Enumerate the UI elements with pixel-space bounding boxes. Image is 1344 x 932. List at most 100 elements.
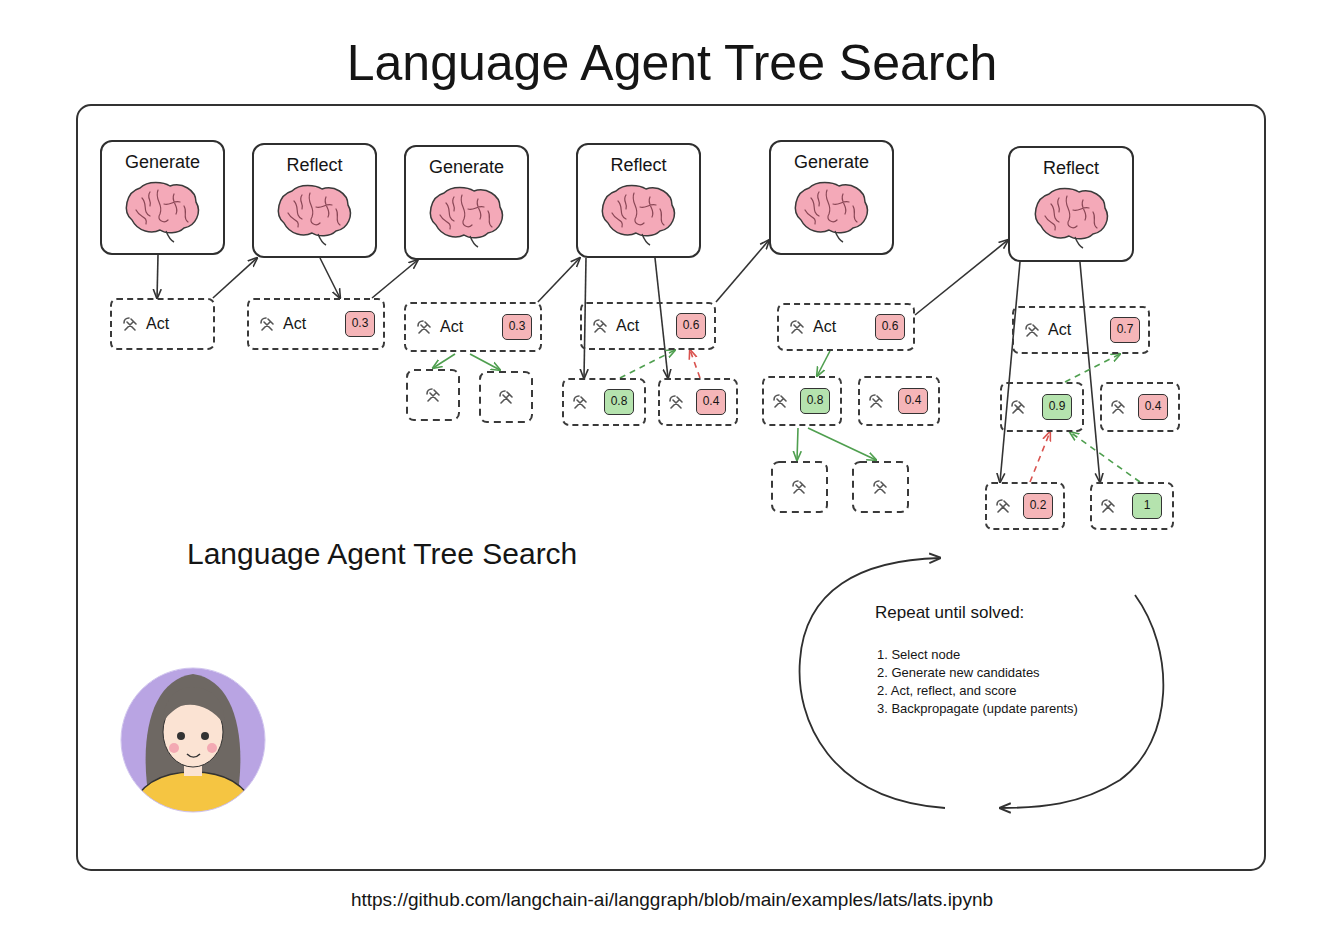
agent-step-box: Generate xyxy=(769,140,894,255)
score-badge: 0.9 xyxy=(1042,394,1072,420)
action-label: Act xyxy=(1048,321,1071,339)
backprop-arrow xyxy=(1030,432,1050,482)
step-title: Reflect xyxy=(1010,148,1132,179)
candidate-node: 0.4 xyxy=(658,378,738,426)
empty-candidate-box xyxy=(772,462,827,512)
score-badge: 0.4 xyxy=(898,388,928,414)
flow-arrow xyxy=(213,258,257,298)
tool-icon xyxy=(670,396,682,408)
flow-arrow xyxy=(584,258,586,378)
expand-arrow xyxy=(433,354,455,368)
brain-icon xyxy=(1035,189,1107,249)
brain-icon xyxy=(602,186,674,246)
action-label: Act xyxy=(440,318,463,336)
avatar-cheek xyxy=(207,743,217,753)
candidate-node: 0.4 xyxy=(858,376,940,426)
handwritten-label: Language Agent Tree Search xyxy=(187,536,577,572)
agent-step-box: Reflect xyxy=(252,143,377,258)
flow-arrow xyxy=(716,240,769,302)
candidate-node: 0.9 xyxy=(1000,382,1084,432)
expand-arrow xyxy=(797,428,798,460)
agent-step-box: Reflect xyxy=(576,143,701,258)
candidate-node: 0.2 xyxy=(985,482,1065,530)
flow-arrow xyxy=(655,258,668,378)
step-item: 3. Backpropagate (update parents) xyxy=(877,701,1078,717)
action-label: Act xyxy=(146,315,169,333)
tool-icon xyxy=(791,321,803,333)
action-label: Act xyxy=(283,315,306,333)
step-title: Reflect xyxy=(578,145,699,176)
empty-candidate-box xyxy=(853,462,908,512)
score-badge: 1 xyxy=(1132,493,1162,519)
avatar-bangs xyxy=(163,687,224,724)
avatar-eye xyxy=(177,732,185,740)
candidate-node: 0.8 xyxy=(762,376,842,426)
tool-icon xyxy=(870,395,882,407)
expand-arrow xyxy=(817,351,830,376)
candidate-node: 1 xyxy=(1090,482,1174,530)
tool-icon xyxy=(427,389,439,401)
brain-icon xyxy=(795,183,867,243)
brain-icon xyxy=(430,188,502,248)
flow-arrow xyxy=(320,258,340,298)
step-item: 2. Act, reflect, and score xyxy=(877,683,1016,699)
expand-arrow xyxy=(470,354,500,370)
avatar-mouth xyxy=(187,754,200,757)
score-badge: 0.8 xyxy=(800,388,830,414)
action-node: Act 0.6 xyxy=(580,302,716,350)
flow-arrow xyxy=(1080,262,1100,482)
diagram-title: Language Agent Tree Search xyxy=(0,32,1344,94)
candidate-node: 0.8 xyxy=(562,378,646,426)
tool-icon xyxy=(418,321,430,333)
score-badge: 0.4 xyxy=(1138,394,1168,420)
tool-icon xyxy=(997,500,1009,512)
tool-icon xyxy=(874,481,886,493)
action-node: Act xyxy=(110,298,215,350)
tool-icon xyxy=(594,320,606,332)
diagram-frame xyxy=(77,105,1265,870)
source-url: https://github.com/langchain-ai/langgrap… xyxy=(0,888,1344,912)
backprop-arrow xyxy=(620,350,675,378)
expand-arrow xyxy=(808,428,876,460)
agent-step-box: Generate xyxy=(404,145,529,260)
action-node: Act0.6 xyxy=(777,303,915,351)
tool-icon xyxy=(1112,401,1124,413)
action-node: Act 0.7 xyxy=(1012,306,1150,354)
brain-icon xyxy=(278,186,350,246)
score-badge: 0.7 xyxy=(1110,317,1140,343)
tool-icon xyxy=(574,396,586,408)
score-badge: 0.4 xyxy=(696,389,726,415)
score-badge: 0.3 xyxy=(502,314,532,340)
score-badge: 0.2 xyxy=(1023,493,1053,519)
action-node: Act 0.3 xyxy=(404,302,542,352)
empty-candidate-box xyxy=(480,372,532,422)
flow-arrow xyxy=(372,260,418,298)
tool-icon xyxy=(500,391,512,403)
action-label: Act xyxy=(616,317,639,335)
score-badge: 0.6 xyxy=(676,313,706,339)
flow-arrow xyxy=(915,240,1008,315)
flow-arrow xyxy=(538,258,580,302)
empty-candidate-box xyxy=(407,370,459,420)
tool-icon xyxy=(1026,324,1038,336)
flow-arrow xyxy=(1000,262,1020,482)
step-item: 1. Select node xyxy=(877,647,960,663)
avatar-cheek xyxy=(169,743,179,753)
flow-arrow xyxy=(156,255,159,298)
agent-step-box: Generate xyxy=(100,140,225,255)
agent-step-box: Reflect xyxy=(1008,146,1134,262)
candidate-node: 0.4 xyxy=(1100,382,1180,432)
tool-icon xyxy=(261,318,273,330)
tool-icon xyxy=(1012,401,1024,413)
backprop-arrow xyxy=(1070,432,1140,482)
step-item: 2. Generate new candidates xyxy=(877,665,1040,681)
avatar-eye xyxy=(201,732,209,740)
action-node: Act 0.3 xyxy=(247,298,385,350)
score-badge: 0.3 xyxy=(345,311,375,337)
tool-icon xyxy=(774,395,786,407)
step-title: Generate xyxy=(771,142,892,173)
step-title: Generate xyxy=(406,147,527,178)
action-label: Act xyxy=(813,318,836,336)
tool-icon xyxy=(1102,500,1114,512)
score-badge: 0.8 xyxy=(604,389,634,415)
